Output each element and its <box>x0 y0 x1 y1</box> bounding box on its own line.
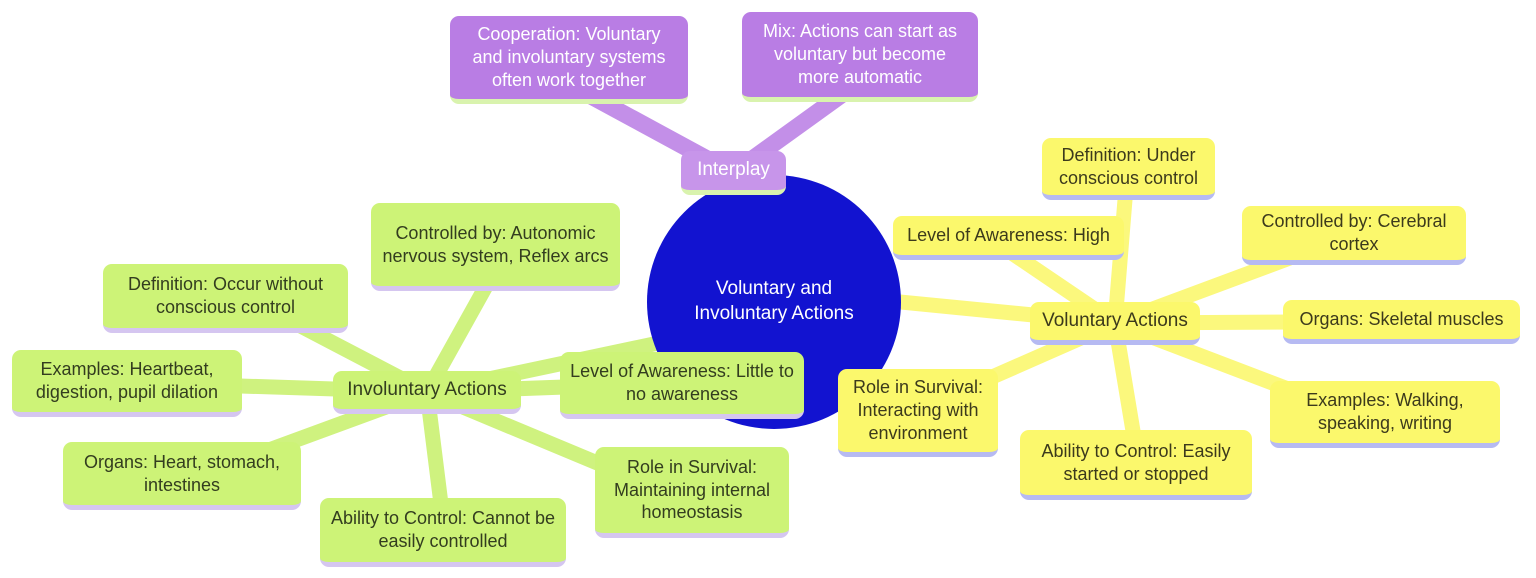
node-voluntary-awareness[interactable]: Level of Awareness: High <box>893 216 1124 260</box>
node-involuntary-role[interactable]: Role in Survival: Maintaining internal h… <box>595 447 789 538</box>
node-involuntary-organs[interactable]: Organs: Heart, stomach, intestines <box>63 442 301 510</box>
node-voluntary-controlled-by[interactable]: Controlled by: Cerebral cortex <box>1242 206 1466 265</box>
node-voluntary-examples[interactable]: Examples: Walking, speaking, writing <box>1270 381 1500 448</box>
node-voluntary-role[interactable]: Role in Survival: Interacting with envir… <box>838 369 998 457</box>
node-interplay[interactable]: Interplay <box>681 151 786 195</box>
node-involuntary-definition[interactable]: Definition: Occur without conscious cont… <box>103 264 348 333</box>
node-interplay-mix[interactable]: Mix: Actions can start as voluntary but … <box>742 12 978 102</box>
node-voluntary-organs[interactable]: Organs: Skeletal muscles <box>1283 300 1520 344</box>
node-interplay-cooperation[interactable]: Cooperation: Voluntary and involuntary s… <box>450 16 688 104</box>
node-involuntary[interactable]: Involuntary Actions <box>333 371 521 414</box>
node-voluntary[interactable]: Voluntary Actions <box>1030 302 1200 345</box>
node-involuntary-awareness[interactable]: Level of Awareness: Little to no awarene… <box>560 352 804 419</box>
node-involuntary-examples[interactable]: Examples: Heartbeat, digestion, pupil di… <box>12 350 242 417</box>
node-voluntary-ability[interactable]: Ability to Control: Easily started or st… <box>1020 430 1252 500</box>
node-involuntary-ability[interactable]: Ability to Control: Cannot be easily con… <box>320 498 566 567</box>
node-voluntary-definition[interactable]: Definition: Under conscious control <box>1042 138 1215 200</box>
node-involuntary-controlled-by[interactable]: Controlled by: Autonomic nervous system,… <box>371 203 620 291</box>
